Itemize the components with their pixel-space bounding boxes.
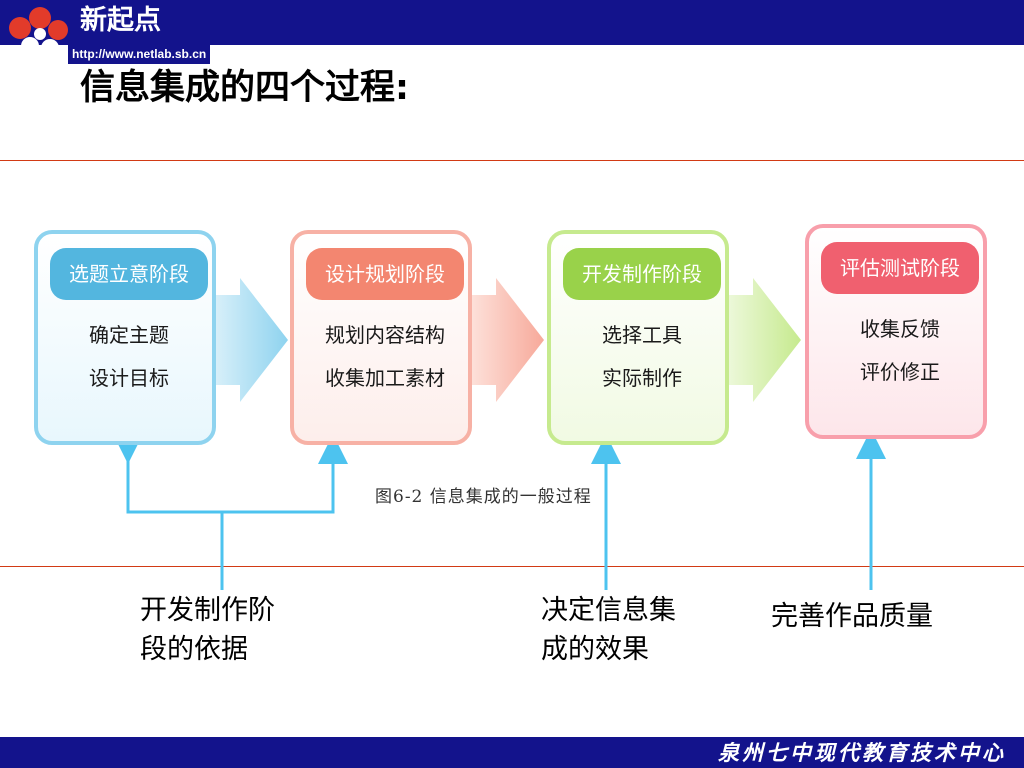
flow-arrow-3 <box>729 278 801 402</box>
top-rule <box>0 160 1024 161</box>
stage-body: 收集反馈 评价修正 <box>821 308 979 394</box>
stage-body: 确定主题 设计目标 <box>50 314 208 400</box>
footer-banner: 泉州七中现代教育技术中心 <box>0 737 1024 768</box>
stage-body: 规划内容结构 收集加工素材 <box>306 314 464 400</box>
stage-box-4: 评估测试阶段 收集反馈 评价修正 <box>805 224 987 439</box>
stage-title: 评估测试阶段 <box>821 242 979 294</box>
stage-line: 确定主题 <box>89 323 169 347</box>
logo-url: http://www.netlab.sb.cn <box>68 45 211 64</box>
stage-title: 选题立意阶段 <box>50 248 208 300</box>
stage-box-3: 开发制作阶段 选择工具 实际制作 <box>547 230 729 445</box>
stage-line: 收集加工素材 <box>325 366 445 390</box>
top-banner <box>0 0 1024 45</box>
stage-line: 设计目标 <box>89 366 169 390</box>
annotation-1: 开发制作阶 段的依据 <box>140 591 275 669</box>
annotation-2: 决定信息集 成的效果 <box>541 591 676 669</box>
logo-icon <box>9 7 68 61</box>
stage-body: 选择工具 实际制作 <box>563 314 721 400</box>
stage-line: 评价修正 <box>860 360 940 384</box>
logo-text: 新起点 <box>80 5 161 36</box>
annotation-line: 完善作品质量 <box>771 601 933 632</box>
flow-arrow-2 <box>472 278 544 402</box>
bottom-rule <box>0 566 1024 567</box>
stage-line: 实际制作 <box>602 366 682 390</box>
annotation-line: 段的依据 <box>140 634 248 665</box>
figure-caption: 图6-2 信息集成的一般过程 <box>375 487 592 507</box>
stage-box-1: 选题立意阶段 确定主题 设计目标 <box>34 230 216 445</box>
stage-line: 收集反馈 <box>860 317 940 341</box>
annotation-line: 成的效果 <box>541 634 649 665</box>
stage-line: 选择工具 <box>602 323 682 347</box>
stage-title: 开发制作阶段 <box>563 248 721 300</box>
connector-bracket <box>113 434 348 514</box>
footer-text: 泉州七中现代教育技术中心 <box>718 740 1006 765</box>
stage-box-2: 设计规划阶段 规划内容结构 收集加工素材 <box>290 230 472 445</box>
flow-arrow-1 <box>216 278 288 402</box>
annotation-line: 开发制作阶 <box>140 595 275 626</box>
stage-line: 规划内容结构 <box>325 323 445 347</box>
stage-title: 设计规划阶段 <box>306 248 464 300</box>
annotation-3: 完善作品质量 <box>771 597 933 636</box>
page-title: 信息集成的四个过程: <box>80 68 409 108</box>
annotation-line: 决定信息集 <box>541 595 676 626</box>
